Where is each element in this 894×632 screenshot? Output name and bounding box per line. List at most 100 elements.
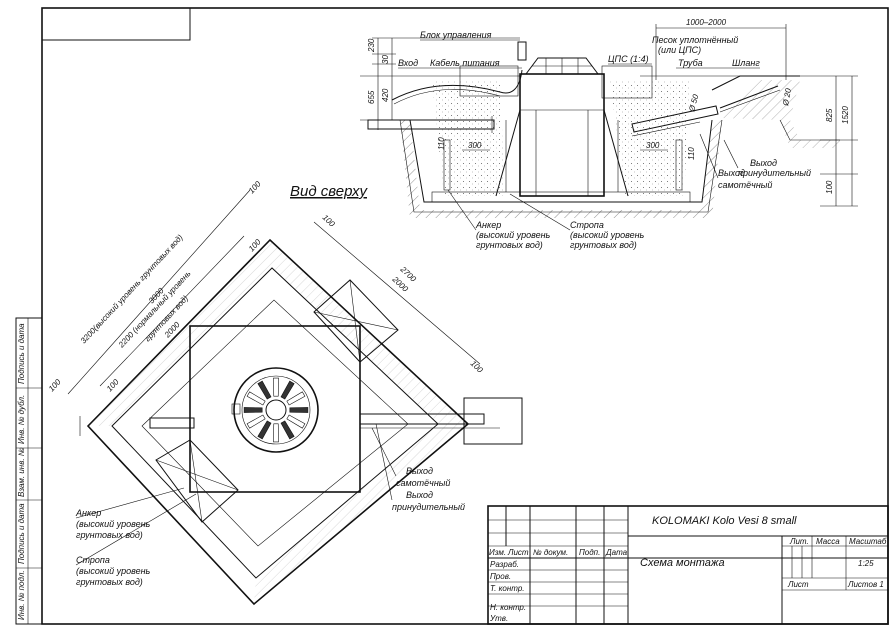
label-outlet-gravity-2: самотёчный bbox=[718, 180, 772, 190]
label-strap-3: грунтовых вод) bbox=[570, 240, 637, 250]
sand-fill-right bbox=[610, 80, 690, 196]
lid-spoke bbox=[273, 377, 279, 397]
top-left-stamp-box bbox=[41, 7, 191, 41]
dim-100-b: 100 bbox=[321, 213, 337, 229]
lid-spoke bbox=[286, 391, 306, 406]
plan-label-strap-3: грунтовых вод) bbox=[76, 577, 143, 587]
side-stamp-3: Взам. инв. № bbox=[17, 447, 26, 497]
tank-body bbox=[519, 73, 605, 197]
dim-420: 420 bbox=[381, 88, 390, 102]
tb-designation: KOLOMAKI Kolo Vesi 8 small bbox=[652, 515, 797, 527]
anchor-block-bottom bbox=[155, 439, 239, 523]
lid-spoke bbox=[273, 423, 279, 443]
tb-col-list: Лист bbox=[507, 548, 529, 557]
label-cps: ЦПС (1:4) bbox=[608, 54, 649, 64]
pit-outline-outer bbox=[86, 238, 470, 606]
tb-scale: 1:25 bbox=[858, 559, 874, 568]
dim-110-left: 110 bbox=[437, 137, 446, 150]
section-view: 230 30 420 655 110 300 300 110 1000–2000… bbox=[360, 18, 858, 250]
lid-spoke bbox=[289, 407, 309, 413]
label-sand: Песок уплотнённый bbox=[652, 35, 738, 45]
label-hose: Шланг bbox=[732, 58, 760, 68]
side-stamp-2: Инв. № дубл. bbox=[17, 395, 26, 444]
title-block: Изм. Лист № докум. Подп. Дата Разраб. Пр… bbox=[487, 505, 889, 625]
label-power-cable: Кабель питания bbox=[430, 58, 500, 68]
label-anchor-2: (высокий уровень bbox=[476, 230, 551, 240]
side-stamp-4: Подпись и дата bbox=[17, 503, 26, 564]
dim-100-right: 100 bbox=[825, 180, 834, 194]
tb-col-doc: № докум. bbox=[533, 548, 568, 557]
side-stamp-columns: Подпись и дата Инв. № дубл. Взам. инв. №… bbox=[15, 317, 43, 625]
dim-30: 30 bbox=[381, 55, 390, 64]
side-stamp-5: Инв. № подл. bbox=[17, 570, 26, 620]
tb-row-razrab: Разраб. bbox=[490, 560, 519, 569]
base-slab bbox=[431, 191, 691, 203]
dim-100-f: 100 bbox=[105, 377, 121, 393]
lid-spoke bbox=[257, 420, 272, 440]
side-stamp-1: Подпись и дата bbox=[17, 323, 26, 384]
power-cable bbox=[391, 69, 523, 101]
tb-row-tkontr: Т. контр. bbox=[490, 584, 525, 593]
label-outlet-gravity-1: Выход bbox=[718, 168, 745, 178]
lid-spoke bbox=[243, 407, 263, 413]
dim-110-right: 110 bbox=[687, 147, 696, 160]
plan-label-outlet-gravity-2: самотёчный bbox=[396, 478, 450, 488]
plan-label-strap-2: (высокий уровень bbox=[76, 566, 151, 576]
tb-scale-label: Масштаб bbox=[849, 537, 887, 546]
plan-label-anchor-2: (высокий уровень bbox=[76, 519, 151, 529]
outlet-pipe bbox=[631, 105, 719, 133]
plan-label-anchor-3: грунтовых вод) bbox=[76, 530, 143, 540]
plan-label-outlet-forced-1: Выход bbox=[406, 490, 433, 500]
plan-label-outlet-gravity-1: Выход bbox=[406, 466, 433, 476]
lid-spoke bbox=[280, 420, 295, 440]
plan-view: 3200(высокий уровень грунтовых вод) 3000… bbox=[47, 179, 523, 606]
dim-100-e: 100 bbox=[47, 377, 63, 393]
tb-col-date: Дата bbox=[605, 548, 628, 557]
label-sand-2: (или ЦПС) bbox=[658, 45, 701, 55]
plan-title: Вид сверху bbox=[290, 183, 368, 200]
lid-spoke bbox=[286, 414, 306, 429]
tb-sheet: Лист bbox=[787, 580, 809, 589]
sheet-frame bbox=[41, 7, 889, 625]
plan-outlet-pipe bbox=[359, 413, 485, 425]
dim-1000-2000: 1000–2000 bbox=[686, 18, 727, 27]
inlet-pipe bbox=[367, 119, 495, 130]
tank-lid-plan bbox=[231, 367, 319, 453]
plan-label-strap-1: Стропа bbox=[76, 555, 110, 565]
label-strap-1: Стропа bbox=[570, 220, 604, 230]
plan-label-anchor-1: Анкер bbox=[75, 508, 101, 518]
label-pipe: Труба bbox=[678, 58, 703, 68]
dim-230: 230 bbox=[367, 38, 376, 53]
tb-col-podp: Подп. bbox=[579, 548, 600, 557]
tb-lit: Лит. bbox=[789, 537, 809, 546]
label-outlet-forced-2: принудительный bbox=[738, 168, 811, 178]
tank-lid bbox=[525, 57, 599, 75]
trench-soil bbox=[722, 80, 840, 148]
lid-spoke bbox=[246, 414, 266, 429]
label-anchor-3: грунтовых вод) bbox=[476, 240, 543, 250]
label-control-block: Блок управления bbox=[420, 30, 492, 40]
tb-col-izm: Изм. bbox=[489, 548, 506, 557]
tb-drawing-name: Схема монтажа bbox=[640, 557, 725, 569]
tb-row-utv: Утв. bbox=[489, 614, 508, 623]
pit-outline-inner bbox=[111, 267, 439, 579]
label-outlet-forced-1: Выход bbox=[750, 158, 777, 168]
plan-label-outlet-forced-2: принудительный bbox=[392, 502, 465, 512]
plan-outlet-trench bbox=[463, 397, 523, 445]
tb-sheets: Листов 1 bbox=[847, 580, 884, 589]
dim-825: 825 bbox=[825, 108, 834, 122]
lid-spoke bbox=[246, 391, 266, 406]
dim-655: 655 bbox=[367, 90, 376, 104]
label-inlet: Вход bbox=[398, 58, 418, 68]
tb-row-nkontr: Н. контр. bbox=[490, 603, 526, 612]
tb-row-prov: Пров. bbox=[490, 572, 511, 581]
dim-100-d: 100 bbox=[469, 359, 485, 375]
lid-spoke bbox=[280, 380, 295, 400]
label-strap-2: (высокий уровень bbox=[570, 230, 645, 240]
tank-plan bbox=[189, 325, 361, 493]
plan-inlet-pipe bbox=[149, 417, 195, 429]
dim-1520: 1520 bbox=[841, 106, 850, 124]
dim-d20: Ø 20 bbox=[781, 87, 793, 107]
tb-mass: Масса bbox=[816, 537, 840, 546]
